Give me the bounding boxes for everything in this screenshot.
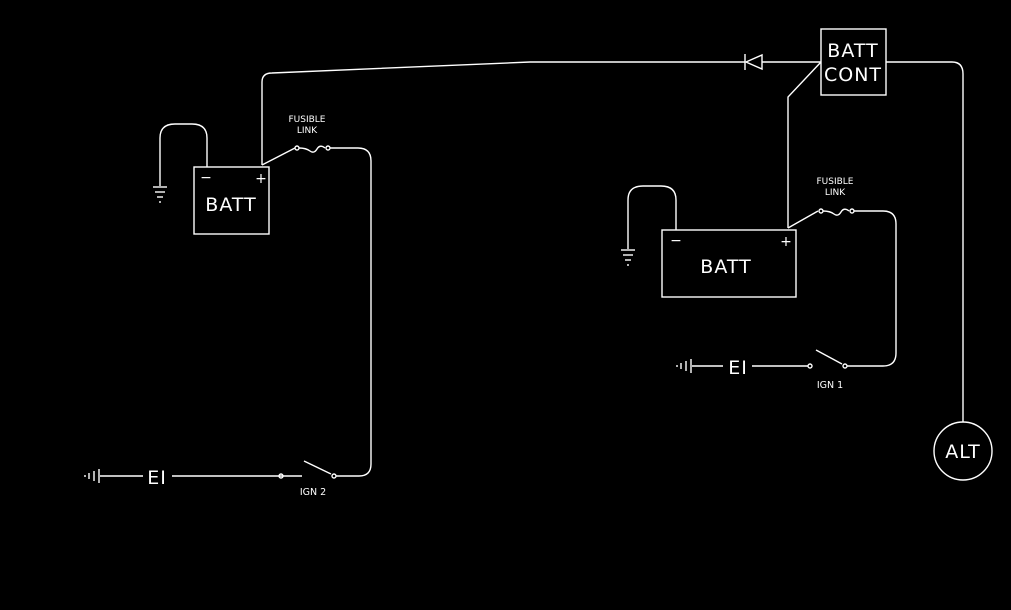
battery-right-plus: + xyxy=(780,234,792,250)
battery-left-plus: + xyxy=(255,171,267,187)
alt-label: ALT xyxy=(945,441,981,463)
ei-right-label: EI xyxy=(728,357,748,379)
battery-left: − + BATT xyxy=(193,166,270,235)
ei-left: EI xyxy=(84,467,279,489)
battery-left-label: BATT xyxy=(205,194,256,216)
ground-icon xyxy=(84,469,100,483)
ground-icon xyxy=(676,359,692,373)
ignition-switch-2: IGN 2 xyxy=(278,460,337,498)
fusible-link-icon xyxy=(822,208,850,216)
switch-icon xyxy=(303,460,332,475)
ign-1-label: IGN 1 xyxy=(817,380,843,391)
fusible-link-icon xyxy=(298,145,326,153)
fusible-right-label-2: LINK xyxy=(825,188,846,198)
ei-right: EI xyxy=(676,357,748,379)
ei-left-label: EI xyxy=(147,467,167,489)
ground-icon xyxy=(621,249,635,266)
batt-cont-label-2: CONT xyxy=(824,64,882,86)
fusible-link-right: FUSIBLE LINK xyxy=(787,177,897,367)
fusible-left-label-1: FUSIBLE xyxy=(288,115,325,125)
ground-icon xyxy=(153,186,167,203)
battery-left-minus: − xyxy=(200,170,212,186)
battery-right-ground-wire xyxy=(627,185,677,249)
ign-2-label: IGN 2 xyxy=(300,487,326,498)
battery-right-minus: − xyxy=(670,233,682,249)
battery-right-label: BATT xyxy=(700,256,751,278)
switch-icon xyxy=(815,349,843,365)
battery-left-ground-wire xyxy=(159,123,208,186)
fusible-link-left: FUSIBLE LINK xyxy=(261,115,372,477)
contactor-to-right-battery-wire xyxy=(787,61,822,228)
fusible-left-label-2: LINK xyxy=(297,126,318,136)
battery-right: − + BATT xyxy=(661,229,797,298)
ignition-switch-1: IGN 1 xyxy=(752,349,848,391)
batt-cont-label-1: BATT xyxy=(827,40,878,62)
main-bus-wire xyxy=(261,53,964,422)
alternator: ALT xyxy=(933,421,993,481)
fusible-right-label-1: FUSIBLE xyxy=(816,177,853,187)
